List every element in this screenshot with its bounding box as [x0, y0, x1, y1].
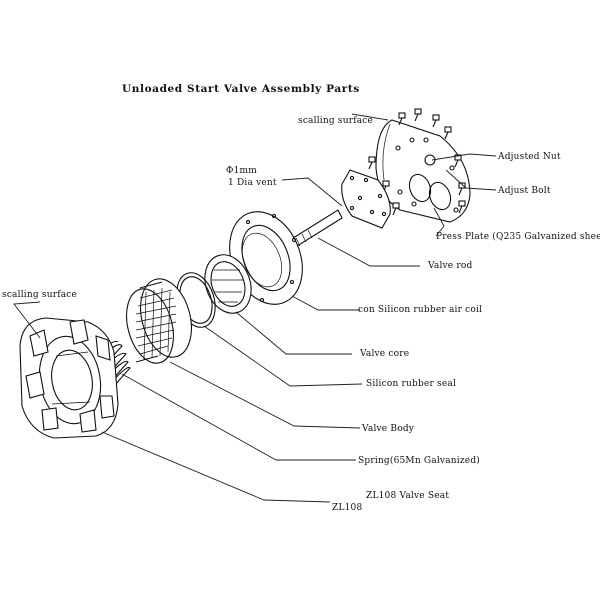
label-valve-seat: ZL108 Valve Seat: [366, 491, 450, 501]
valve-seat: [19, 317, 119, 439]
label-press-plate: Press Plate (Q235 Galvanized sheet: [436, 232, 600, 242]
label-adjust-bolt: Adjust Bolt: [498, 186, 551, 196]
diagram-title: Unloaded Start Valve Assembly Parts: [122, 83, 360, 95]
label-dia-vent: 1 Dia vent: [228, 178, 277, 188]
valve-rod: [289, 209, 343, 249]
label-dia-vent-size: Φ1mm: [226, 166, 257, 176]
gasket: [341, 169, 391, 229]
label-adjusted-nut: Adjusted Nut: [498, 152, 561, 162]
label-scalling-surface-left: scalling surface: [2, 290, 78, 300]
leader-lines: [13, 113, 497, 503]
press-plate: [375, 119, 471, 223]
label-silicon-rubber-seal: Silicon rubber seal: [366, 379, 457, 389]
label-scalling-surface-top: scalling surface: [298, 116, 374, 126]
label-valve-core: Valve core: [360, 349, 410, 359]
label-valve-rod: Valve rod: [428, 261, 473, 271]
valve-core: [204, 254, 252, 314]
label-silicon-rubber-air-coil: con Silicon rubber air coil: [358, 305, 483, 315]
label-valve-body: Valve Body: [362, 424, 415, 434]
label-zl108: ZL108: [332, 503, 363, 513]
valve-body: [126, 278, 192, 364]
label-spring: Spring(65Mn Galvanized): [358, 456, 480, 466]
